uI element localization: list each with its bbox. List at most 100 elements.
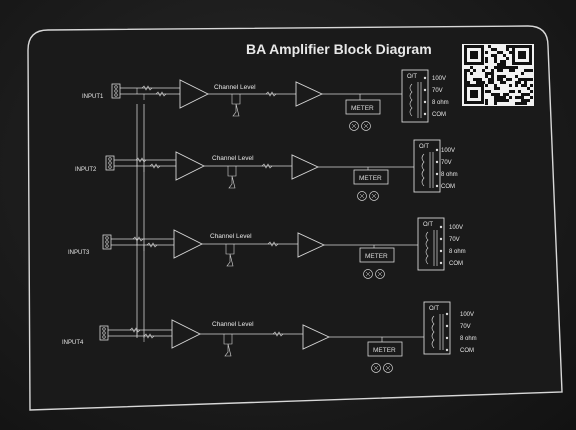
output-transformer-box xyxy=(423,301,451,355)
led-indicator-icon xyxy=(349,121,359,131)
tap-label-4-2: 8 ohm xyxy=(460,336,477,342)
qr-module xyxy=(512,66,515,69)
qr-module xyxy=(506,48,509,51)
qr-module xyxy=(491,69,494,72)
qr-module xyxy=(518,78,521,81)
qr-module xyxy=(464,69,467,72)
connector-pin xyxy=(114,89,118,93)
potentiometer-symbol xyxy=(231,94,241,117)
tap-label-2-3: COM xyxy=(441,184,455,190)
qr-module xyxy=(500,51,503,54)
qr-module xyxy=(509,78,512,81)
qr-module xyxy=(521,102,524,105)
qr-module xyxy=(530,90,533,93)
potentiometer-symbol xyxy=(227,166,237,189)
input-wire xyxy=(111,238,174,246)
tap-label-1-2: 8 ohm xyxy=(432,100,449,106)
qr-module xyxy=(494,99,497,102)
qr-module xyxy=(500,69,503,72)
qr-module xyxy=(464,78,467,81)
qr-module xyxy=(509,45,512,48)
meter-box xyxy=(353,169,389,185)
qr-module xyxy=(467,69,470,72)
meter-label-4: METER xyxy=(373,347,396,354)
transformer-coil xyxy=(409,83,413,117)
qr-module xyxy=(503,81,506,84)
resistor-symbol xyxy=(267,241,279,247)
qr-code xyxy=(462,44,534,106)
qr-module xyxy=(521,84,524,87)
qr-module xyxy=(524,78,527,81)
transformer-coil xyxy=(425,231,429,265)
tap-label-1-3: COM xyxy=(432,112,446,118)
input-label-3: INPUT3 xyxy=(68,250,90,256)
input-label-1: INPUT1 xyxy=(82,94,104,100)
qr-module xyxy=(524,99,527,102)
qr-module xyxy=(524,84,527,87)
qr-module xyxy=(494,54,497,57)
input-connector xyxy=(102,234,112,250)
tap-label-2-2: 8 ohm xyxy=(441,172,458,178)
qr-module xyxy=(485,72,488,75)
connector-pin xyxy=(105,236,109,240)
qr-module xyxy=(491,54,494,57)
output-label-2: O/T xyxy=(419,144,429,150)
qr-module xyxy=(467,81,470,84)
qr-module xyxy=(500,66,503,69)
qr-module xyxy=(527,69,530,72)
qr-module xyxy=(530,69,533,72)
led-cross-icon xyxy=(371,193,377,199)
qr-module xyxy=(491,93,494,96)
qr-module xyxy=(464,72,467,75)
qr-module xyxy=(494,102,497,105)
led-cross-icon xyxy=(359,193,365,199)
input-wire xyxy=(114,159,176,167)
tap-terminal xyxy=(435,148,439,152)
qr-module xyxy=(524,102,527,105)
qr-module xyxy=(506,57,509,60)
resistor-symbol xyxy=(261,163,273,169)
input-connector xyxy=(105,155,115,171)
qr-module xyxy=(491,75,494,78)
preamp-triangle xyxy=(179,79,210,109)
input-label-4: INPUT4 xyxy=(62,340,84,346)
output-wire xyxy=(329,336,424,342)
qr-module xyxy=(503,66,506,69)
qr-module xyxy=(488,90,491,93)
qr-module xyxy=(524,69,527,72)
resistor-symbol xyxy=(141,85,153,91)
output-wire xyxy=(324,244,418,248)
resistor-symbol xyxy=(146,242,158,248)
qr-module xyxy=(488,78,491,81)
qr-module xyxy=(473,69,476,72)
bus-tap xyxy=(136,160,145,172)
resistor-symbol xyxy=(143,333,155,339)
qr-module xyxy=(509,66,512,69)
qr-module xyxy=(500,78,503,81)
qr-module xyxy=(482,69,485,72)
led-indicator-icon xyxy=(357,191,367,201)
output-transformer-box xyxy=(417,217,445,271)
qr-module xyxy=(503,54,506,57)
tap-terminal xyxy=(423,88,427,92)
qr-module xyxy=(524,93,527,96)
tap-label-4-3: COM xyxy=(460,348,474,354)
led-cross-icon xyxy=(377,271,383,277)
output-wire xyxy=(322,93,402,100)
meter-box xyxy=(345,99,381,115)
tap-label-2-0: 100V xyxy=(441,148,455,154)
qr-module xyxy=(500,63,503,66)
channel-level-label-2: Channel Level xyxy=(212,155,254,162)
connector-pin xyxy=(108,165,112,169)
qr-module xyxy=(500,75,503,78)
panel-border xyxy=(27,25,563,411)
qr-module xyxy=(515,81,518,84)
qr-module xyxy=(500,96,503,99)
qr-module xyxy=(527,93,530,96)
qr-module xyxy=(494,66,497,69)
output-wire xyxy=(318,166,414,170)
qr-module xyxy=(494,84,497,87)
tap-terminal xyxy=(435,184,439,188)
transformer-coil xyxy=(431,315,435,349)
